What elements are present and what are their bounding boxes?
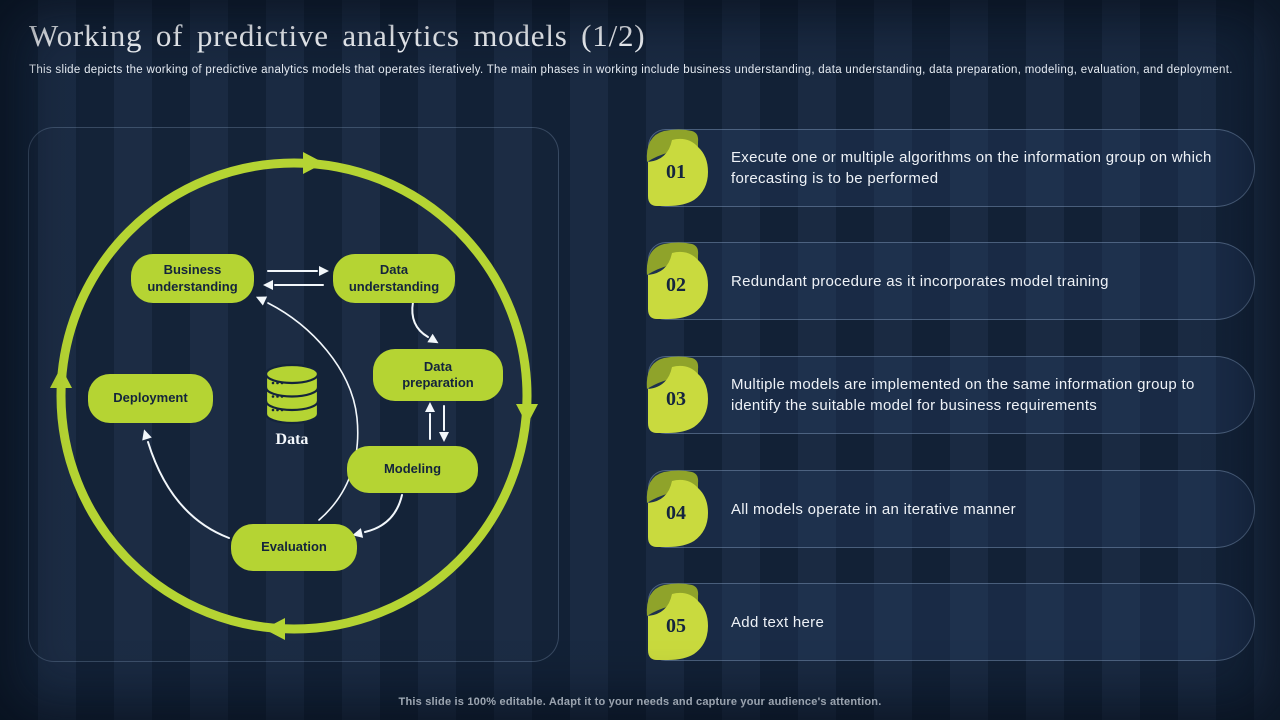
node-deployment: Deployment: [88, 374, 213, 423]
cycle-diagram: [50, 152, 538, 640]
node-label: Deployment: [113, 390, 188, 406]
arrow-dataunderstanding-to-preparation-icon: [411, 301, 429, 338]
footer-note: This slide is 100% editable. Adapt it to…: [398, 696, 882, 708]
node-label: Data preparation: [402, 358, 474, 390]
cycle-arrow-bottom-icon: [264, 618, 285, 640]
step-number: 02: [666, 274, 686, 296]
node-label: Evaluation: [261, 539, 327, 555]
arrow-modeling-to-evaluation-icon: [364, 494, 403, 533]
step-item: Add text here 05: [644, 582, 1257, 662]
page-title: Working of predictive analytics models (…: [29, 18, 646, 53]
ribbon-badge-icon: [646, 470, 708, 547]
arrow-evaluation-to-deployment-icon: [147, 441, 230, 539]
step-text: Redundant procedure as it incorporates m…: [731, 272, 1109, 290]
step-item: Multiple models are implemented on the s…: [644, 355, 1257, 435]
node-label: Data understanding: [348, 262, 440, 294]
ribbon-badge-icon: [646, 242, 708, 319]
cycle-arrow-right-icon: [516, 404, 538, 425]
step-number: 04: [666, 502, 686, 524]
database-label: Data: [275, 431, 309, 448]
step-item: All models operate in an iterative manne…: [644, 469, 1257, 549]
node-data-understanding: Data understanding: [333, 254, 455, 303]
step-badge: 05: [644, 582, 710, 662]
node-label: Business understanding: [147, 262, 238, 294]
step-number: 01: [666, 161, 686, 183]
cycle-arrow-top-icon: [303, 152, 324, 174]
step-item: Redundant procedure as it incorporates m…: [644, 241, 1257, 321]
step-text: Execute one or multiple algorithms on th…: [731, 149, 1212, 187]
step-box: Execute one or multiple algorithms on th…: [648, 129, 1255, 207]
step-text: Multiple models are implemented on the s…: [731, 376, 1195, 414]
step-item: Execute one or multiple algorithms on th…: [644, 128, 1257, 208]
step-box: Multiple models are implemented on the s…: [648, 356, 1255, 434]
slide-subtitle: This slide depicts the working of predic…: [29, 64, 1233, 76]
ribbon-badge-icon: [646, 129, 708, 206]
step-text: Add text here: [731, 613, 825, 631]
step-badge: 03: [644, 355, 710, 435]
step-badge: 02: [644, 241, 710, 321]
database-icon: [264, 363, 320, 425]
step-number: 03: [666, 388, 686, 410]
step-number: 05: [666, 615, 686, 637]
cycle-ring: [56, 158, 532, 634]
node-evaluation: Evaluation: [231, 524, 357, 571]
step-text: All models operate in an iterative manne…: [731, 500, 1016, 518]
arrow-evaluation-to-business-icon: [267, 302, 359, 521]
node-data-preparation: Data preparation: [373, 349, 503, 401]
step-box: Redundant procedure as it incorporates m…: [648, 242, 1255, 320]
diagram-panel: Business understanding Data understandin…: [28, 127, 559, 662]
step-badge: 04: [644, 469, 710, 549]
cycle-arrow-left-icon: [50, 367, 72, 388]
node-modeling: Modeling: [347, 446, 478, 493]
node-business-understanding: Business understanding: [131, 254, 254, 303]
step-box: All models operate in an iterative manne…: [648, 470, 1255, 548]
node-label: Modeling: [383, 461, 442, 477]
step-box: Add text here: [648, 583, 1255, 661]
step-badge: 01: [644, 128, 710, 208]
ribbon-badge-icon: [646, 356, 708, 433]
arrowheads: [142, 266, 449, 538]
ribbon-badge-icon: [646, 583, 708, 660]
